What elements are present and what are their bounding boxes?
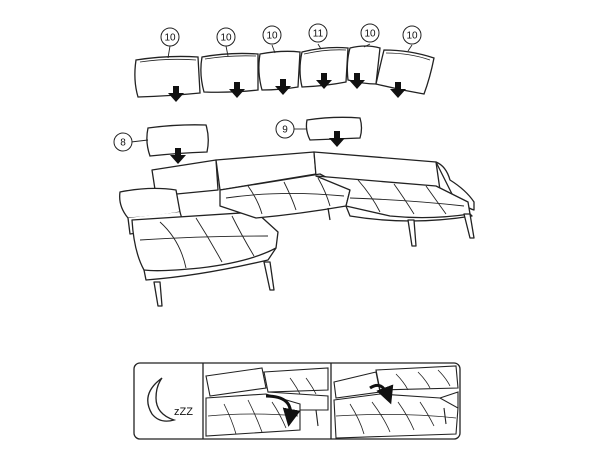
- armrest-back-left: [146, 124, 209, 157]
- arrow-down-icon: [349, 73, 365, 89]
- part-callout-label: 10: [364, 29, 376, 40]
- back-cushion: [134, 55, 201, 98]
- moon-icon: [147, 377, 177, 422]
- sleep-label: zZZ: [174, 406, 193, 418]
- part-callout-label: 9: [282, 125, 288, 136]
- part-callout: 10: [262, 25, 282, 45]
- arrow-down-icon: [275, 79, 291, 95]
- part-callout-label: 10: [164, 33, 176, 44]
- part-callout: 10: [402, 25, 422, 45]
- sleep-step-1: [205, 367, 329, 437]
- part-callout-label: 11: [313, 29, 324, 40]
- back-cushion: [299, 46, 349, 88]
- back-cushion: [258, 50, 301, 91]
- sleep-function-panel: zZZ: [133, 362, 461, 440]
- down-arrows: [168, 73, 406, 102]
- part-callout: 10: [160, 27, 180, 47]
- part-callout-label: 10: [266, 31, 278, 42]
- arrow-down-icon: [390, 82, 406, 98]
- arrow-down-icon: [168, 86, 184, 102]
- armrest-back-right: [305, 116, 363, 141]
- arrow-down-icon: [329, 131, 345, 147]
- sofa: [119, 151, 475, 307]
- back-cushion: [200, 52, 259, 93]
- arrow-down-icon: [316, 73, 332, 89]
- arrow-down-icon: [170, 148, 186, 164]
- back-cushion: [375, 49, 435, 95]
- part-callout: 10: [360, 23, 380, 43]
- sleep-step-2: [333, 365, 459, 439]
- part-callout: 10: [216, 27, 236, 47]
- part-callout-label: 10: [220, 33, 232, 44]
- part-callout: 11: [308, 23, 328, 43]
- curved-arrow-down-icon: [265, 394, 301, 427]
- part-callout: 9: [275, 119, 295, 139]
- curved-arrow-down-icon: [369, 383, 394, 405]
- arrow-down-icon: [229, 82, 245, 98]
- part-callout-label: 8: [120, 138, 126, 149]
- back-cushion: [346, 45, 381, 85]
- part-callout-label: 10: [406, 31, 418, 42]
- part-callout: 8: [113, 132, 133, 152]
